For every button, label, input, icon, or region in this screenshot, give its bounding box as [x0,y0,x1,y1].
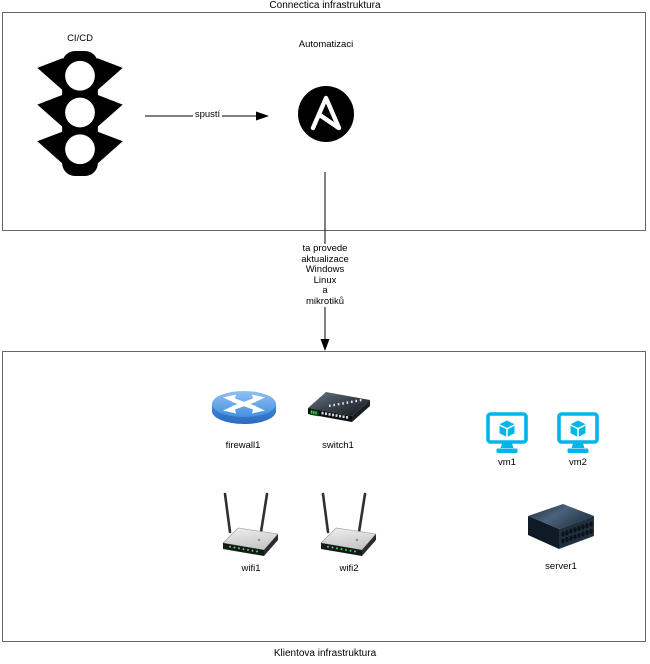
network-switch-icon [305,387,373,425]
bottom-container-title: Klientova infrastruktura [273,648,377,659]
wireless-router-icon [221,487,281,563]
virtual-machine-icon [486,412,528,458]
router-icon [210,383,278,431]
wifi1-node-label: wifi1 [241,563,261,574]
traffic-light-icon [35,50,125,177]
trigger-edge-label: spustí [192,109,223,120]
virtual-machine-icon [557,412,599,458]
server1-node-label: server1 [545,561,577,572]
update-edge-label: ta provede aktualizace Windows Linux a m… [275,243,375,307]
wifi2-node-label: wifi2 [339,563,359,574]
cicd-node-label: CI/CD [67,33,93,44]
ansible-node-label: Automatizaci [298,39,354,50]
switch1-node-label: switch1 [322,440,354,451]
ansible-logo-icon [297,85,355,143]
server-icon [524,501,598,551]
top-container-title: Connectica infrastruktura [269,0,381,11]
vm2-node-label: vm2 [569,457,587,468]
wireless-router-icon [319,487,379,563]
firewall1-node-label: firewall1 [225,440,261,451]
vm1-node-label: vm1 [498,457,516,468]
